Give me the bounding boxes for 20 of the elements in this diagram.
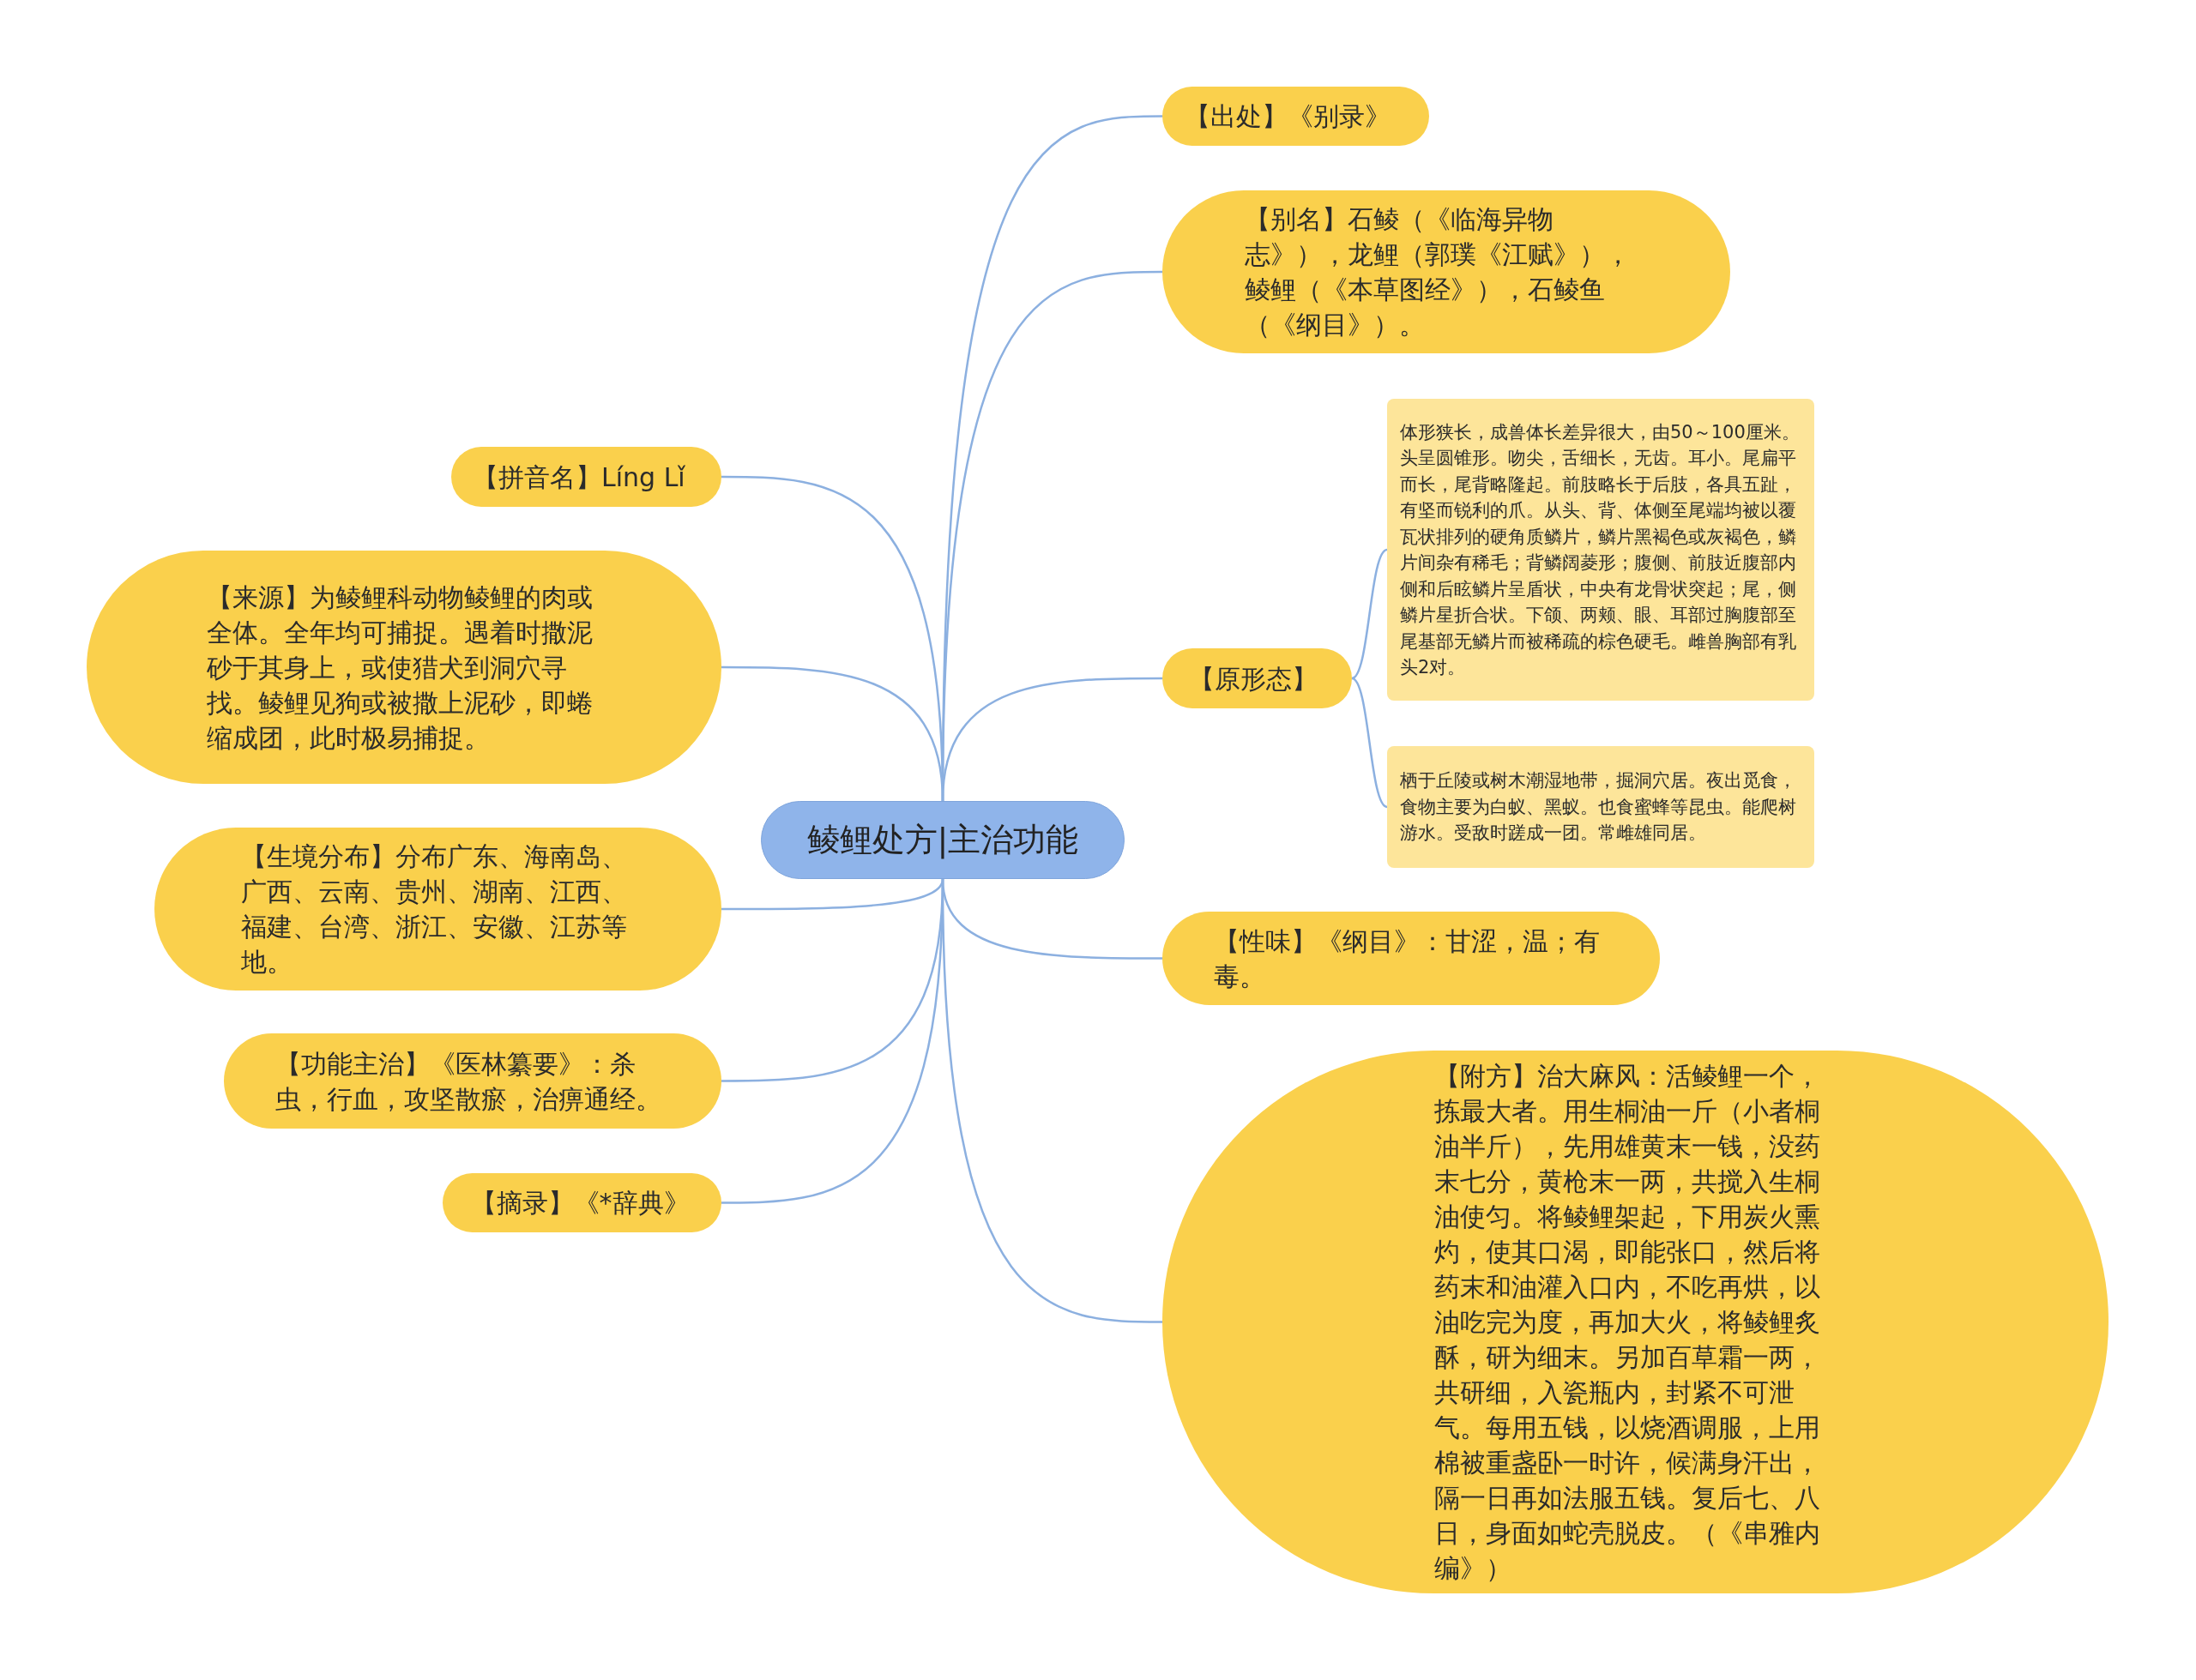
- note-box: [1387, 399, 1814, 701]
- topic-text: 【功能主治】《医林纂要》：杀虫，行血，攻坚散瘀，治痹通经。: [275, 1047, 662, 1116]
- connector-line: [1351, 677, 1388, 809]
- topic-text: 【生境分布】分布广东、海南岛、广西、云南、贵州、湖南、江西、福建、台湾、浙江、安徽、江苏等地。: [240, 840, 628, 978]
- connector-line: [721, 878, 944, 1204]
- topic-text: 【原形态】: [1188, 662, 1318, 695]
- topic-text: 【出处】《别录》: [1184, 100, 1391, 133]
- topic-text: 【拼音名】Líng Lǐ: [473, 461, 686, 494]
- connector-line: [721, 878, 944, 911]
- note-text: 栖于丘陵或树木潮湿地带，掘洞穴居。夜出觅食，食物主要为白蚁、黑蚁。也食蜜蜂等昆虫。能爬树游水。受敌时蹉成一团。常雌雄同居。: [1400, 769, 1797, 846]
- topic-text: 【性味】《纲目》：甘涩，温；有毒。: [1214, 924, 1601, 993]
- connector-line: [1351, 548, 1388, 680]
- note-box: [1387, 746, 1814, 868]
- note-text: 体形狭长，成兽体长差异很大，由50～100厘米。头呈圆锥形。吻尖，舌细长，无齿。耳小。尾扁平而长，尾背略隆起。前肢略长于后肢，各具五趾，有坚而锐利的爪。从头、背、体侧至尾端均被以覆瓦状排列的硬角质鳞片，鳞片黑褐色或灰褐色，鳞片间杂有稀毛；背鳞阔菱形；腹侧、前肢近腹部内侧和后眩鳞片呈盾状，中央有龙骨状突起；尾，侧鳞片星折合状。下颌、两颊、眼、耳部过胸腹部至尾基部无鳞片而被稀疏的棕色硬毛。雌兽胸部有乳头2对。: [1400, 420, 1801, 679]
- topic-text: 【摘录】《*辞典》: [470, 1187, 691, 1219]
- topic-text: 鲮鲤处方|主治功能: [806, 820, 1079, 861]
- connector-line: [721, 665, 944, 802]
- topic-text: 【来源】为鲮鲤科动物鲮鲤的肉或全体。全年均可捕捉。遇着时撒泥砂于其身上，或使猎犬到洞穴寻找。鲮鲤见狗或被撒上泥砂，即蜷缩成团，此时极易捕捉。: [207, 581, 594, 755]
- topic-text: 【附方】治大麻风：活鲮鲤一个，拣最大者。用生桐油一斤（小者桐油半斤），先用雄黄末一钱，没药末七分，黄枪末一两，共搅入生桐油使匀。将鲮鲤架起，下用炭火熏灼，使其口渴，即能张口，然后将药末和油灌入口内，不吃再烘，以油吃完为度，再加大火，将鲮鲤炙酥，研为细末。另加百草霜一两，共研细，入瓷瓶内，封紧不可泄气。每用五钱，以烧酒调服，上用棉被重盏卧一时许，候满身汗出，隔一日再如法服五钱。复后七、八日，身面如蛇壳脱皮。（《串雅内编》）: [1433, 1060, 1821, 1585]
- topic-text: 【别名】石鲮（《临海异物志》），龙鲤（郭璞《江赋》），鲮鲤（《本草图经》），石鲮鱼（《纲目》）。: [1245, 203, 1632, 341]
